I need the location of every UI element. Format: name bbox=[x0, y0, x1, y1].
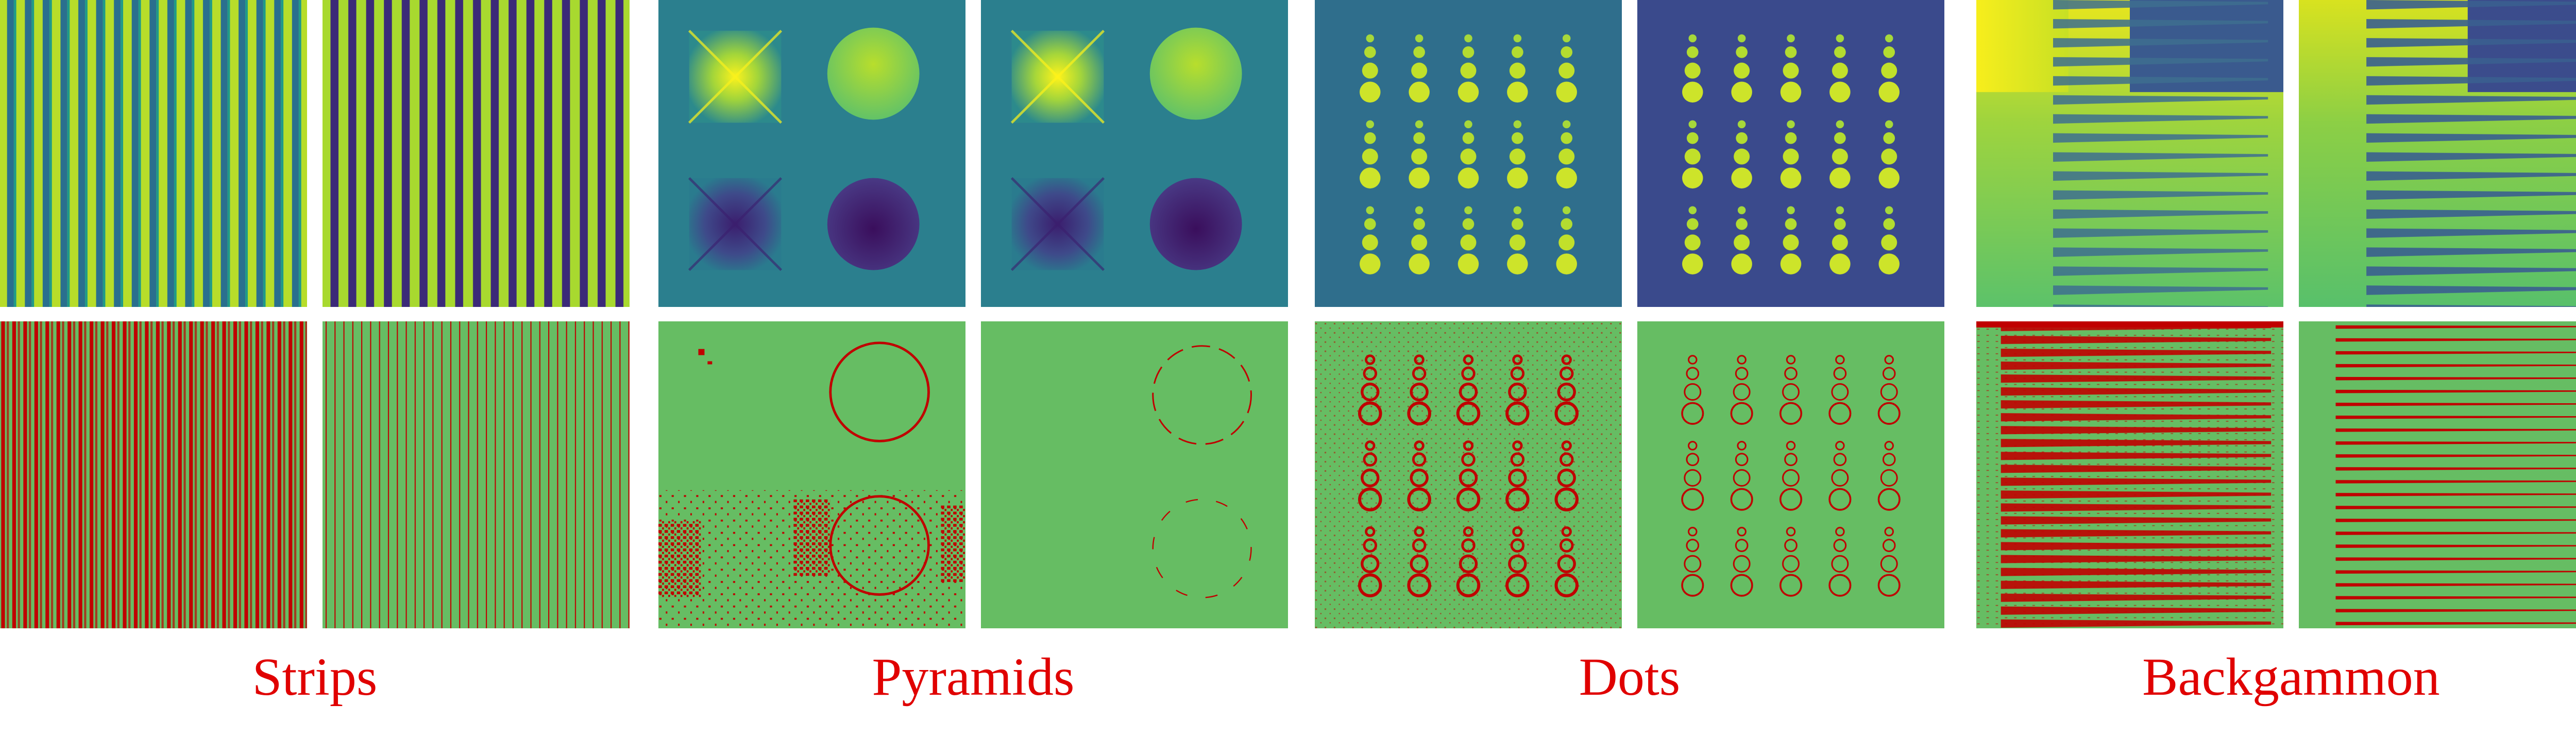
dots-map-a bbox=[1315, 0, 1622, 307]
label-strips: Strips bbox=[252, 647, 378, 707]
backgammon-map-a bbox=[1976, 0, 2283, 307]
dots-error-a bbox=[1315, 321, 1622, 628]
dots-map-b bbox=[1637, 0, 1944, 307]
strips-error-b bbox=[323, 321, 630, 628]
backgammon-error-a bbox=[1976, 321, 2283, 628]
strips-map-b bbox=[323, 0, 630, 307]
label-pyramids: Pyramids bbox=[872, 647, 1075, 707]
backgammon-map-b bbox=[2299, 0, 2576, 307]
label-backgammon: Backgammon bbox=[2142, 647, 2440, 707]
strips-map-a bbox=[0, 0, 307, 307]
label-dots: Dots bbox=[1579, 647, 1681, 707]
pyramids-map-b bbox=[981, 0, 1288, 307]
strips-error-a bbox=[0, 321, 307, 628]
pyramids-error-a bbox=[658, 321, 965, 628]
dots-error-b bbox=[1637, 321, 1944, 628]
pyramids-map-a bbox=[658, 0, 965, 307]
pyramids-error-b bbox=[981, 321, 1288, 628]
backgammon-error-b bbox=[2299, 321, 2576, 628]
